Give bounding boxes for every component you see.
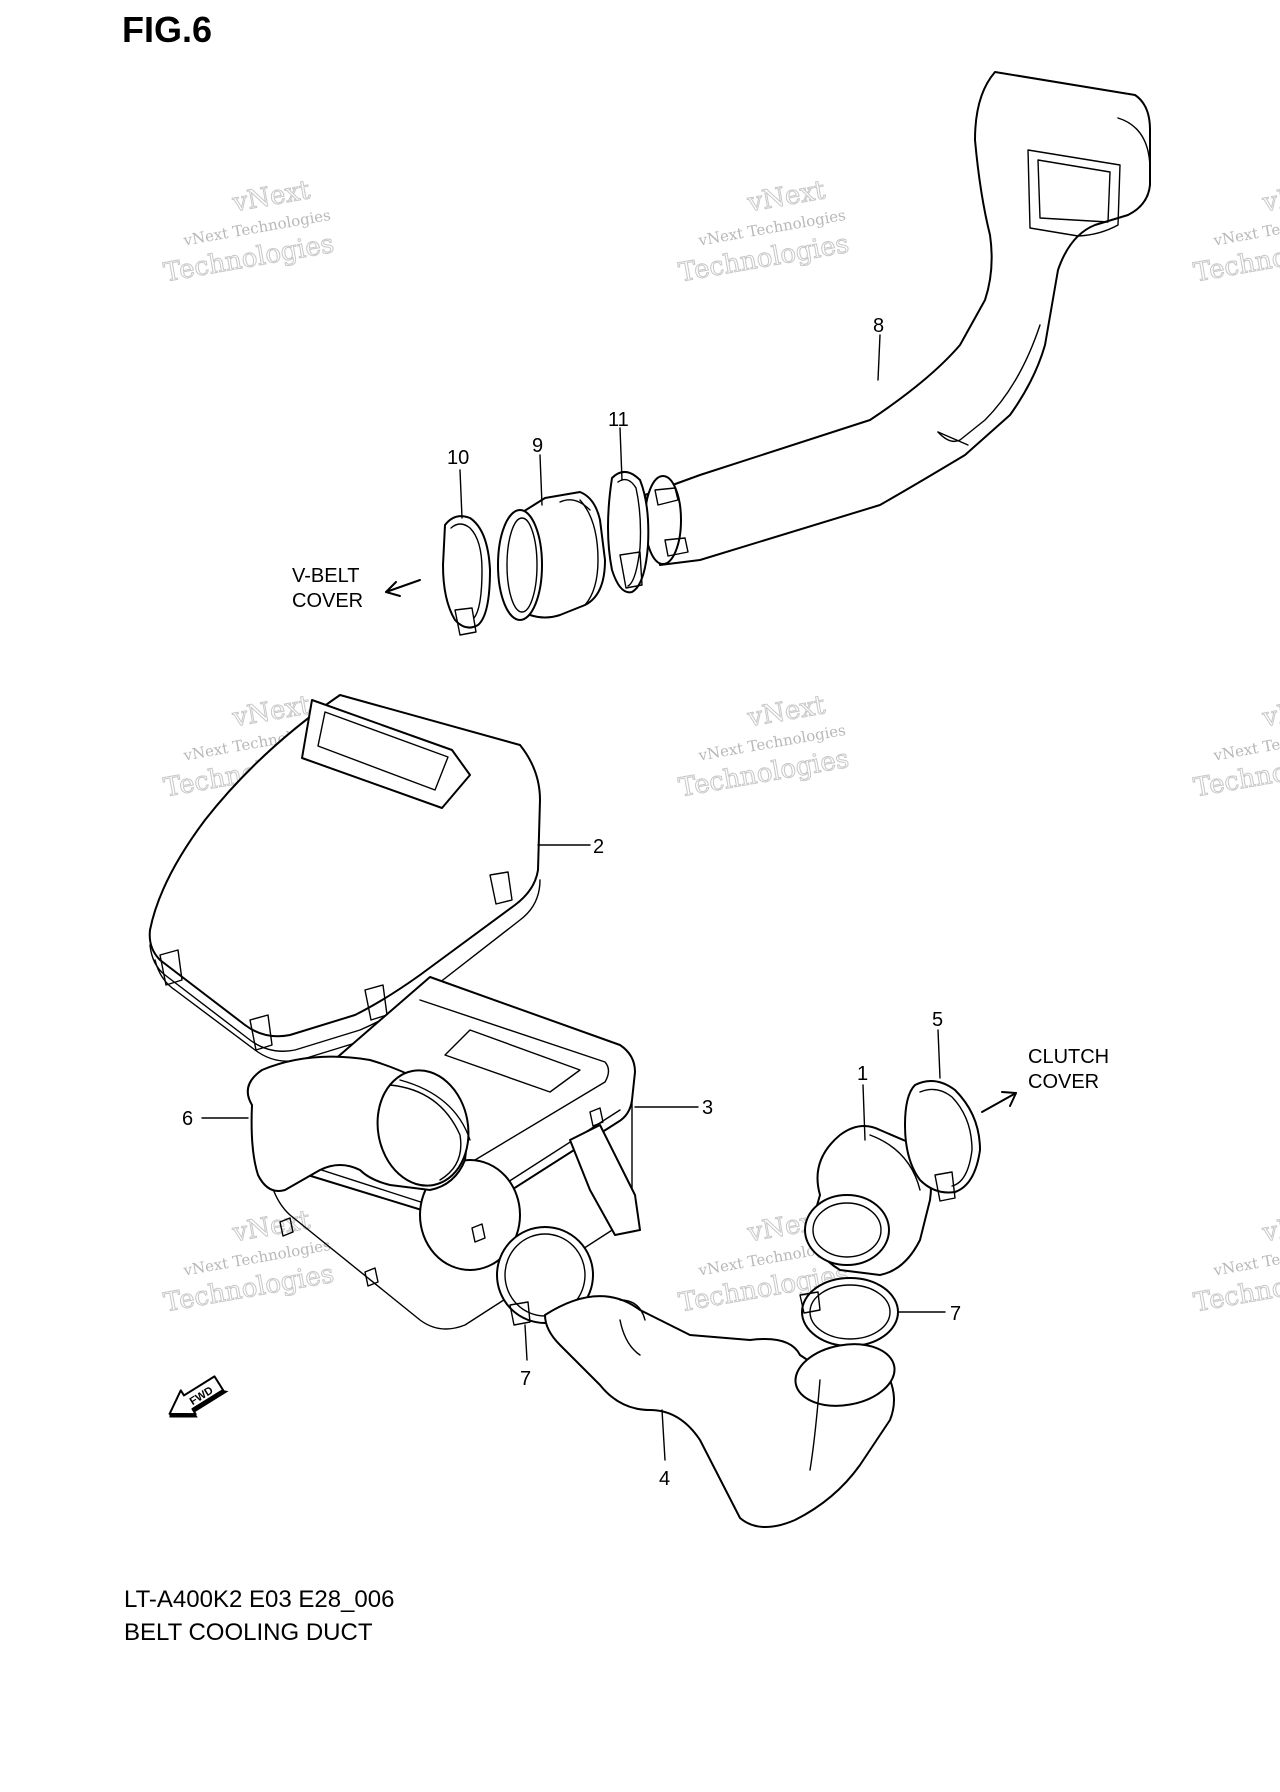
- arrow-up-right-icon: [981, 1091, 1017, 1113]
- watermark: vNext vNext Technologies Technologies: [676, 175, 852, 289]
- part-5-clamp: [904, 1080, 981, 1202]
- watermark: vNext vNext Technologies Technologies: [1191, 690, 1280, 804]
- v-belt-cover-label: V-BELT: [292, 565, 359, 587]
- callout-6: 6: [182, 1108, 249, 1130]
- callout-7-left: 7: [520, 1324, 531, 1390]
- arrow-left-icon: [385, 579, 421, 597]
- svg-text:10: 10: [447, 447, 469, 469]
- svg-text:11: 11: [608, 409, 629, 431]
- svg-text:5: 5: [932, 1009, 943, 1031]
- callout-11: 11: [608, 409, 629, 481]
- watermark: vNext vNext Technologies Technologies: [676, 690, 852, 804]
- watermark: vNext vNext Technologies Technologies: [1191, 1205, 1280, 1319]
- part-7-clamp-right: [799, 1277, 899, 1347]
- figure-title: FIG.6: [122, 9, 212, 50]
- svg-text:vNext: vNext: [1259, 1205, 1280, 1248]
- clutch-cover-label: CLUTCH: [1028, 1046, 1109, 1068]
- watermark: vNext vNext Technologies Technologies: [1191, 175, 1280, 289]
- svg-text:vNext: vNext: [1259, 690, 1280, 733]
- clutch-cover-label: COVER: [1028, 1071, 1099, 1093]
- svg-text:6: 6: [182, 1108, 193, 1130]
- callout-7-right: 7: [897, 1303, 961, 1325]
- callout-1: 1: [857, 1063, 868, 1141]
- part-9-joint: [497, 491, 606, 621]
- svg-text:7: 7: [950, 1303, 961, 1325]
- part-10-clamp: [442, 515, 491, 636]
- svg-text:2: 2: [593, 836, 604, 858]
- svg-text:1: 1: [857, 1063, 868, 1085]
- callout-4: 4: [659, 1409, 670, 1490]
- part-2-cover: [148, 694, 541, 1062]
- callout-3: 3: [634, 1097, 713, 1119]
- callout-9: 9: [532, 435, 543, 506]
- svg-text:7: 7: [520, 1368, 531, 1390]
- watermark: vNext vNext Technologies Technologies: [161, 1205, 337, 1319]
- part-8-upper-duct: [644, 71, 1151, 566]
- svg-text:8: 8: [873, 315, 884, 337]
- part-11-clamp: [607, 471, 650, 594]
- v-belt-cover-label: COVER: [292, 590, 363, 612]
- callout-5: 5: [932, 1009, 943, 1079]
- callout-8: 8: [873, 315, 884, 381]
- fwd-arrow-icon: FWD: [168, 1375, 229, 1418]
- part-7-clamp-left: [496, 1226, 594, 1326]
- svg-text:4: 4: [659, 1468, 670, 1490]
- diagram-caption: BELT COOLING DUCT: [124, 1619, 373, 1646]
- callout-2: 2: [537, 836, 604, 858]
- svg-text:vNext: vNext: [1259, 175, 1280, 218]
- callout-10: 10: [447, 447, 469, 519]
- svg-text:3: 3: [702, 1097, 713, 1119]
- watermark: vNext vNext Technologies Technologies: [161, 175, 337, 289]
- svg-text:9: 9: [532, 435, 543, 457]
- diagram-model-code: LT-A400K2 E03 E28_006: [124, 1586, 394, 1613]
- part-6-intake: [246, 1055, 471, 1192]
- part-1-boot: [804, 1125, 932, 1276]
- part-4-lower-duct: [544, 1295, 896, 1528]
